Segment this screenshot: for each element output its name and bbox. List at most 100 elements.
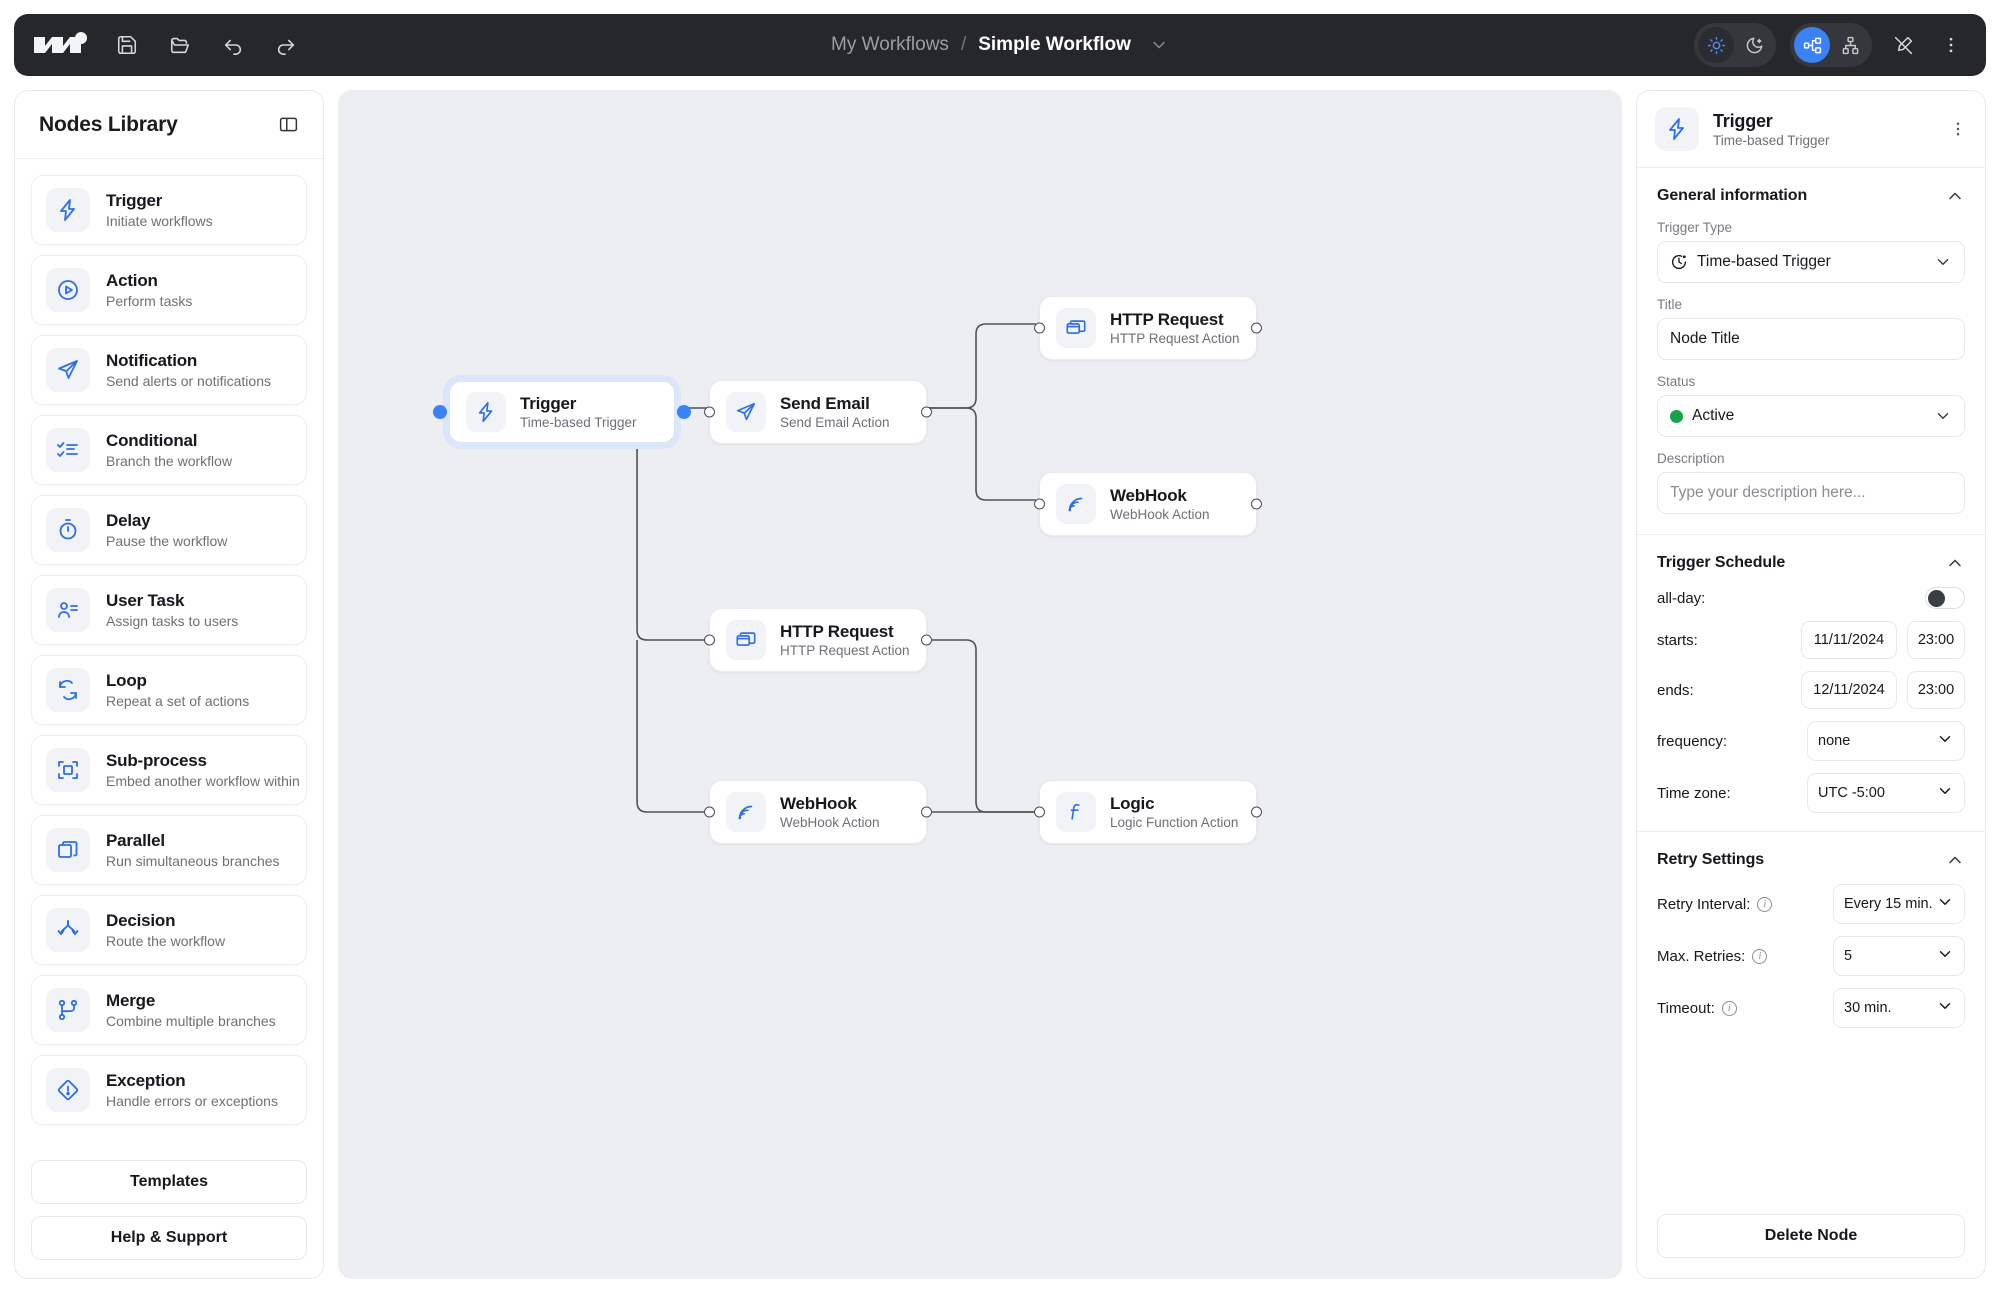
canvas-node-send-email[interactable]: Send Email Send Email Action [704,380,932,444]
workflow-logo[interactable] [32,30,90,60]
node-input-port[interactable] [1034,322,1045,334]
canvas-node-sub: WebHook Action [780,815,880,830]
canvas-node-http-request-1[interactable]: HTTP Request HTTP Request Action [1034,296,1262,360]
chevron-down-icon[interactable] [1934,253,1952,271]
node-input-port[interactable] [704,806,715,818]
ends-date-input[interactable]: 12/11/2024 [1801,671,1897,709]
undo-icon[interactable] [220,32,246,58]
panel-collapse-icon[interactable] [278,114,299,135]
section-schedule-header[interactable]: Trigger Schedule [1657,553,1965,573]
graph-horizontal-icon[interactable] [1794,27,1830,63]
chevron-up-icon[interactable] [1945,186,1965,206]
info-icon[interactable]: i [1752,948,1768,964]
help-support-button[interactable]: Help & Support [31,1216,307,1260]
info-icon[interactable]: i [1757,896,1773,912]
chevron-down-icon[interactable] [1149,35,1169,55]
library-item-delay[interactable]: Delay Pause the workflow [31,495,307,565]
node-output-port[interactable] [921,634,932,646]
node-output-port[interactable] [921,806,932,818]
library-item-loop[interactable]: Loop Repeat a set of actions [31,655,307,725]
library-item-merge[interactable]: Merge Combine multiple branches [31,975,307,1045]
library-item-sub: Branch the workflow [106,453,233,469]
all-day-toggle[interactable] [1925,587,1965,609]
timezone-select[interactable]: UTC -5:00 [1807,773,1965,813]
copy-stack-icon [46,828,90,872]
info-icon[interactable]: i [1721,1000,1737,1016]
library-item-sub-process[interactable]: Sub-process Embed another workflow withi… [31,735,307,805]
description-input[interactable]: Type your description here... [1657,472,1965,514]
delete-node-button[interactable]: Delete Node [1657,1214,1965,1258]
trigger-type-select[interactable]: Time-based Trigger [1657,241,1965,283]
library-item-decision[interactable]: Decision Route the workflow [31,895,307,965]
chevron-down-icon[interactable] [1936,893,1954,915]
node-title-input[interactable]: Node Title [1657,318,1965,360]
library-item-parallel[interactable]: Parallel Run simultaneous branches [31,815,307,885]
canvas-node-webhook-2[interactable]: WebHook WebHook Action [704,780,932,844]
node-input-port[interactable] [1034,498,1045,510]
section-general-header[interactable]: General information [1657,186,1965,206]
description-placeholder: Type your description here... [1670,484,1866,501]
library-item-exception[interactable]: Exception Handle errors or exceptions [31,1055,307,1125]
frequency-select[interactable]: none [1807,721,1965,761]
node-output-port[interactable] [677,405,691,419]
redo-icon[interactable] [273,32,299,58]
node-input-port[interactable] [704,634,715,646]
section-retry-header[interactable]: Retry Settings [1657,850,1965,870]
chevron-down-icon[interactable] [1934,407,1952,425]
chevron-down-icon[interactable] [1936,730,1954,752]
library-item-notification[interactable]: Notification Send alerts or notification… [31,335,307,405]
breadcrumb-parent[interactable]: My Workflows [831,34,949,55]
max-retries-select[interactable]: 5 [1833,936,1965,976]
library-item-trigger[interactable]: Trigger Initiate workflows [31,175,307,245]
library-item-sub: Send alerts or notifications [106,373,271,389]
open-folder-icon[interactable] [167,32,193,58]
node-output-port[interactable] [1251,498,1262,510]
retry-interval-select[interactable]: Every 15 min. [1833,884,1965,924]
canvas-node-webhook-1[interactable]: WebHook WebHook Action [1034,472,1262,536]
library-item-user-task[interactable]: User Task Assign tasks to users [31,575,307,645]
canvas-node-http-request-2[interactable]: HTTP Request HTTP Request Action [704,608,932,672]
node-output-port[interactable] [921,406,932,418]
breadcrumb-current: Simple Workflow [978,34,1131,55]
chevron-down-icon[interactable] [1936,997,1954,1019]
node-output-port[interactable] [1251,806,1262,818]
node-input-port[interactable] [704,406,715,418]
save-icon[interactable] [114,32,140,58]
canvas-node-title: WebHook [780,794,857,813]
library-item-action[interactable]: Action Perform tasks [31,255,307,325]
canvas-node-title: WebHook [1110,486,1187,505]
chevron-down-icon[interactable] [1936,782,1954,804]
canvas-node-logic[interactable]: Logic Logic Function Action [1034,780,1262,844]
node-input-port[interactable] [1034,806,1045,818]
starts-date-input[interactable]: 11/11/2024 [1801,621,1897,659]
canvas-node-trigger[interactable]: Trigger Time-based Trigger [433,380,691,444]
ends-time-input[interactable]: 23:00 [1907,671,1965,709]
graph-vertical-icon[interactable] [1832,27,1868,63]
sun-icon[interactable] [1698,27,1734,63]
status-select[interactable]: Active [1657,395,1965,437]
library-item-sub: Repeat a set of actions [106,693,250,709]
templates-button[interactable]: Templates [31,1160,307,1204]
node-output-port[interactable] [1251,322,1262,334]
node-input-port[interactable] [433,405,447,419]
more-vertical-icon[interactable] [1934,28,1968,62]
pen-off-icon[interactable] [1886,28,1920,62]
canvas-node-sub: HTTP Request Action [780,643,910,658]
all-day-label: all-day: [1657,589,1706,607]
chevron-up-icon[interactable] [1945,850,1965,870]
trigger-type-value: Time-based Trigger [1697,253,1831,270]
chevron-up-icon[interactable] [1945,553,1965,573]
subprocess-icon [46,748,90,792]
row-max-retries: Max. Retries: i 5 [1657,936,1965,976]
moon-icon[interactable] [1736,27,1772,63]
library-item-conditional[interactable]: Conditional Branch the workflow [31,415,307,485]
panel-footer: Delete Node [1637,1200,1985,1278]
workflow-canvas[interactable]: Trigger Time-based Trigger Send Email Se… [338,90,1622,1279]
more-vertical-icon[interactable] [1949,120,1967,138]
chevron-down-icon[interactable] [1936,945,1954,967]
row-ends: ends: 12/11/2024 23:00 [1657,671,1965,709]
starts-time-input[interactable]: 23:00 [1907,621,1965,659]
timeout-select[interactable]: 30 min. [1833,988,1965,1028]
row-timezone: Time zone: UTC -5:00 [1657,773,1965,813]
